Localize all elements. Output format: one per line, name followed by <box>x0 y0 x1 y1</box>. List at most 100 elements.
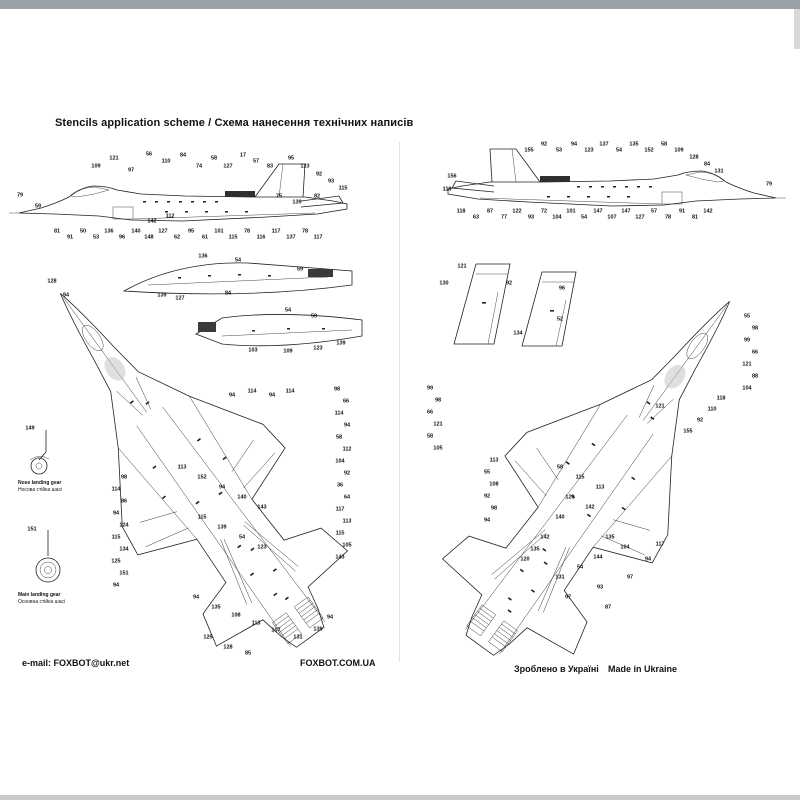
callout-number: 110 <box>161 158 171 165</box>
callout-number: 152 <box>197 474 207 481</box>
callout-number: 79 <box>765 181 773 188</box>
callout-number: 85 <box>244 650 252 657</box>
callout-number: 120 <box>520 556 530 563</box>
callout-number: 78 <box>243 228 251 235</box>
callout-number: 117 <box>335 506 345 513</box>
callout-number: 113 <box>251 620 261 627</box>
callout-number: 131 <box>293 634 303 641</box>
callout-number: 131 <box>714 168 724 175</box>
callout-number: 78 <box>664 214 672 221</box>
callout-number: 97 <box>564 594 572 601</box>
callout-number: 96 <box>118 234 126 241</box>
callout-number: 92 <box>696 417 704 424</box>
callout-number: 142 <box>147 218 157 225</box>
callout-number: 113 <box>489 457 499 464</box>
callout-number: 94 <box>218 484 226 491</box>
callout-number: 72 <box>540 208 548 215</box>
callout-number: 92 <box>343 470 351 477</box>
callout-number: 128 <box>223 644 233 651</box>
callout-number: 135 <box>605 534 615 541</box>
callout-number: 114 <box>285 388 295 395</box>
callout-number: 59 <box>296 266 304 273</box>
callout-number: 78 <box>301 228 309 235</box>
callout-number: 116 <box>256 234 266 241</box>
callout-number: 87 <box>486 208 494 215</box>
callout-number: 98 <box>434 397 442 404</box>
callout-number: 112 <box>165 213 175 220</box>
callout-number: 62 <box>173 234 181 241</box>
callout-number: 88 <box>751 373 759 380</box>
footer-made-in-ukraine-en: Made in Ukraine <box>608 664 678 674</box>
callout-number: 123 <box>300 163 310 170</box>
callout-number: 112 <box>342 446 352 453</box>
fuselage-tail-detail <box>195 314 363 347</box>
callout-number: 139 <box>157 292 167 299</box>
callout-number: 140 <box>131 228 141 235</box>
callout-number: 118 <box>442 186 452 193</box>
callout-number: 118 <box>456 208 466 215</box>
callout-number: 64 <box>343 494 351 501</box>
callout-number: 125 <box>111 558 121 565</box>
callout-number: 17 <box>239 152 247 159</box>
callout-number: 94 <box>644 556 652 563</box>
callout-number: 94 <box>112 510 120 517</box>
nose-gear-label-en: Nose landing gear <box>18 480 62 486</box>
callout-number: 148 <box>144 234 154 241</box>
callout-number: 127 <box>635 214 645 221</box>
callout-number: 123 <box>313 345 323 352</box>
callout-number: 75 <box>275 193 283 200</box>
callout-number: 107 <box>607 214 617 221</box>
callout-number: 92 <box>505 280 513 287</box>
callout-number: 121 <box>457 263 467 270</box>
scan-edge-top <box>0 0 800 9</box>
callout-number: 115 <box>575 474 585 481</box>
callout-number: 101 <box>214 228 224 235</box>
fuselage-spine-detail <box>122 262 353 295</box>
callout-number: 94 <box>570 141 578 148</box>
callout-number: 94 <box>112 582 120 589</box>
callout-number: 134 <box>119 546 129 553</box>
callout-number: 155 <box>524 147 534 154</box>
callout-number: 147 <box>593 208 603 215</box>
callout-number: 94 <box>268 392 276 399</box>
callout-number: 136 <box>104 228 114 235</box>
callout-number: 98 <box>120 474 128 481</box>
callout-number: 66 <box>751 349 759 356</box>
callout-number: 81 <box>53 228 61 235</box>
callout-number: 114 <box>111 486 121 493</box>
callout-number: 53 <box>555 147 563 154</box>
callout-number: 99 <box>743 337 751 344</box>
callout-number: 101 <box>566 208 576 215</box>
callout-number: 93 <box>596 584 604 591</box>
callout-number: 87 <box>604 604 612 611</box>
fuselage-detail-top <box>118 255 358 303</box>
footer-made-in-ukraine-ua: Зроблено в Україні <box>514 664 599 674</box>
callout-number: 94 <box>192 594 200 601</box>
callout-number: 130 <box>439 280 449 287</box>
callout-number: 122 <box>512 208 522 215</box>
callout-number: 79 <box>16 192 24 199</box>
callout-number: 105 <box>342 542 352 549</box>
callout-number: 66 <box>342 398 350 405</box>
callout-number: 113 <box>177 464 187 471</box>
callout-number: 134 <box>513 330 523 337</box>
callout-number: 92 <box>315 171 323 178</box>
callout-number: 63 <box>472 214 480 221</box>
main-gear-detail <box>24 528 70 588</box>
callout-number: 83 <box>266 163 274 170</box>
callout-number: 97 <box>127 167 135 174</box>
callout-number: 127 <box>158 228 168 235</box>
nose-gear-label-ua: Носова стійка шасі <box>18 486 63 493</box>
callout-number: 36 <box>336 482 344 489</box>
callout-number: 151 <box>27 526 37 533</box>
callout-number: 50 <box>79 228 87 235</box>
vertical-stabilizer-drawings <box>453 263 577 347</box>
callout-number: 54 <box>234 257 242 264</box>
callout-number: 104 <box>620 544 630 551</box>
callout-number: 57 <box>650 208 658 215</box>
callout-number: 114 <box>334 410 344 417</box>
callout-number: 123 <box>565 494 575 501</box>
callout-number: 109 <box>674 147 684 154</box>
callout-number: 103 <box>248 347 258 354</box>
